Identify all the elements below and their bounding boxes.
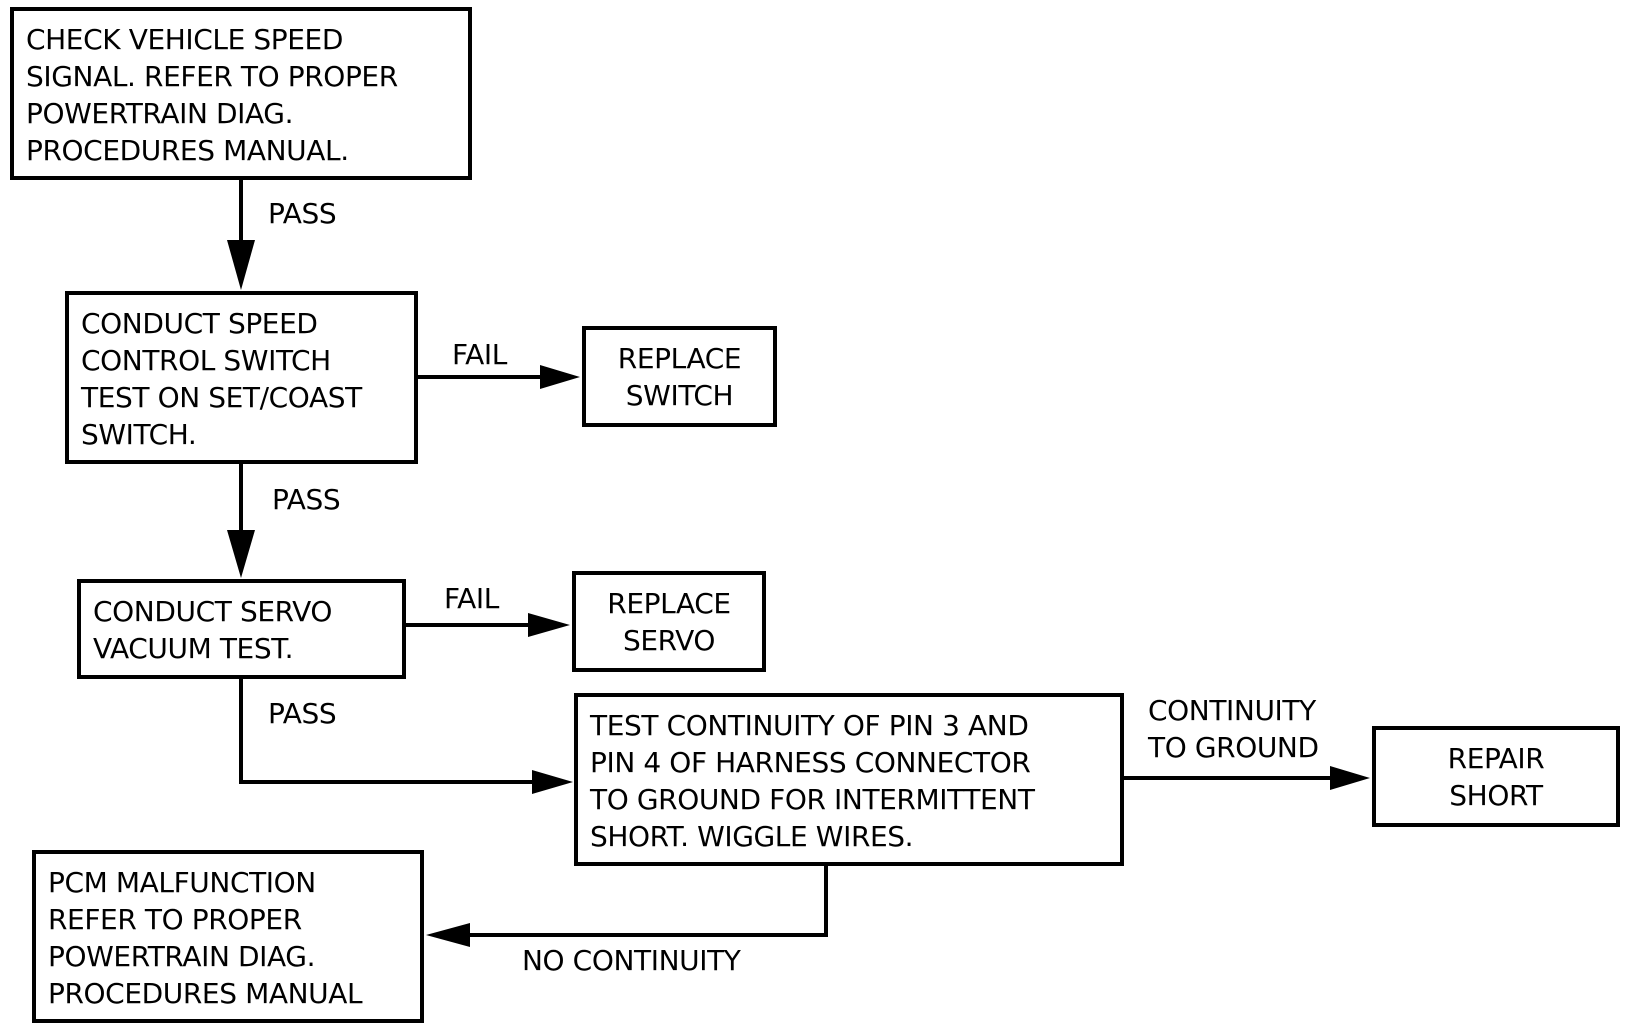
box-line: REPLACE [607, 587, 731, 620]
check-speed-box: CHECK VEHICLE SPEED SIGNAL. REFER TO PRO… [10, 7, 472, 180]
box-line: SERVO [622, 624, 716, 657]
box-line: VACUUM TEST. [93, 632, 294, 665]
arrowhead-servo-fail [528, 613, 570, 637]
box-line: REFER TO PROPER [48, 903, 302, 936]
pass-label: PASS [268, 197, 337, 230]
arrow-servo-pass [239, 679, 532, 784]
box-line: SHORT. WIGGLE WIRES. [590, 820, 914, 853]
arrow-no-continuity [470, 866, 828, 937]
box-line: SWITCH [625, 379, 734, 412]
box-line: CONTROL SWITCH [81, 344, 331, 377]
arrowhead-check-to-switch [227, 240, 255, 290]
label-line: TO GROUND [1148, 731, 1319, 764]
box-line: PCM MALFUNCTION [48, 866, 316, 899]
label-line: CONTINUITY [1148, 694, 1316, 727]
replace-servo-box: REPLACE SERVO [572, 571, 766, 672]
fail-label: FAIL [452, 338, 507, 371]
box-line: POWERTRAIN DIAG. [48, 940, 316, 973]
box-line: TEST CONTINUITY OF PIN 3 AND [590, 709, 1029, 742]
box-line: CONDUCT SPEED [81, 307, 318, 340]
box-line: PROCEDURES MANUAL [48, 977, 363, 1010]
arrowhead-switch-to-servo [227, 530, 255, 578]
box-line: SWITCH. [81, 418, 197, 451]
continuity-test-box: TEST CONTINUITY OF PIN 3 AND PIN 4 OF HA… [574, 693, 1124, 866]
arrowhead-no-continuity [426, 923, 470, 947]
pass-label: PASS [272, 483, 341, 516]
box-line: PROCEDURES MANUAL. [26, 134, 349, 167]
box-line: SIGNAL. REFER TO PROPER [26, 60, 398, 93]
repair-short-box: REPAIR SHORT [1372, 726, 1620, 827]
box-line: CHECK VEHICLE SPEED [26, 23, 344, 56]
box-line: PIN 4 OF HARNESS CONNECTOR [590, 746, 1031, 779]
box-line: REPAIR [1447, 742, 1545, 775]
replace-switch-box: REPLACE SWITCH [582, 326, 777, 427]
arrowhead-switch-fail [540, 365, 580, 389]
fail-label: FAIL [444, 582, 499, 615]
continuity-to-ground-label: CONTINUITY TO GROUND [1148, 692, 1319, 766]
switch-test-box: CONDUCT SPEED CONTROL SWITCH TEST ON SET… [65, 291, 418, 464]
arrowhead-servo-pass [532, 770, 573, 794]
box-line: TEST ON SET/COAST [81, 381, 362, 414]
no-continuity-label: NO CONTINUITY [522, 944, 741, 977]
box-line: SHORT [1449, 779, 1543, 812]
box-line: CONDUCT SERVO [93, 595, 333, 628]
pass-label: PASS [268, 697, 337, 730]
box-line: REPLACE [617, 342, 742, 375]
servo-test-box: CONDUCT SERVO VACUUM TEST. [77, 579, 406, 679]
pcm-malfunction-box: PCM MALFUNCTION REFER TO PROPER POWERTRA… [32, 850, 424, 1023]
box-line: POWERTRAIN DIAG. [26, 97, 294, 130]
arrowhead-continuity-to-ground [1330, 766, 1370, 790]
box-line: TO GROUND FOR INTERMITTENT [590, 783, 1035, 816]
